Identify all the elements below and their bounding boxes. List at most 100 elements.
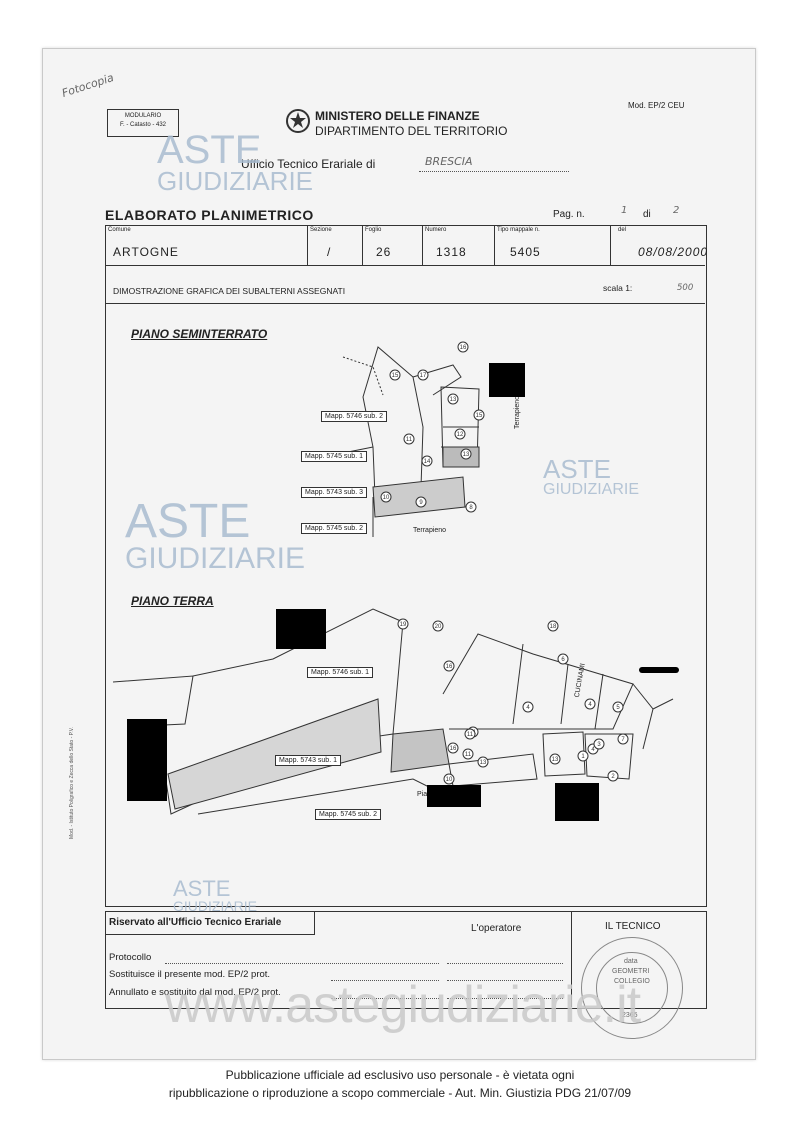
room-number: 13	[480, 760, 487, 766]
ministry-name: MINISTERO DELLE FINANZE	[315, 109, 480, 123]
state-emblem-icon	[286, 109, 310, 133]
room-number: 1	[581, 754, 585, 760]
room-number-circle	[389, 369, 401, 381]
technician-stamp: GEOMETRI COLLEGIO data 2365	[581, 937, 683, 1039]
room-number: 11	[467, 732, 474, 738]
page-total: 2	[673, 205, 680, 216]
room-number-circle	[397, 618, 409, 630]
redaction-block	[489, 363, 525, 397]
redaction-block	[639, 667, 679, 673]
scale-label: scala 1:	[603, 283, 633, 293]
room-number-circle	[454, 428, 466, 440]
sostituisce-label: Sostituisce il presente mod. EP/2 prot.	[109, 969, 271, 980]
room-number-circle	[477, 756, 489, 768]
numero-value: 1318	[436, 245, 467, 259]
room-number-circle	[577, 750, 589, 762]
room-number: 10	[446, 777, 453, 783]
label-semi-4: Mapp. 5745 sub. 2	[301, 523, 367, 534]
redaction-block	[555, 783, 599, 821]
room-number-circle	[593, 738, 605, 750]
numero-label: Numero	[425, 227, 447, 233]
terra-drawing: 1920181661144543716111013121311	[113, 608, 674, 815]
foglio-value: 26	[376, 245, 392, 259]
bottom-frame	[105, 911, 707, 1009]
room-number: 4	[591, 747, 595, 753]
room-number-circle	[421, 455, 433, 467]
office-city: BRESCIA	[425, 155, 473, 168]
label-semi-3: Mapp. 5743 sub. 3	[301, 487, 367, 498]
page-number: 1	[621, 205, 628, 216]
side-note: Mod. - Istituto Poligrafico e Zecca dell…	[69, 726, 75, 839]
room-number: 5	[616, 705, 620, 711]
label-semi-2: Mapp. 5745 sub. 1	[301, 451, 367, 462]
room-number-circle	[460, 448, 472, 460]
stamp-line: data	[624, 958, 638, 965]
room-number: 11	[406, 437, 413, 443]
room-number-circle	[547, 620, 559, 632]
room-number-circle	[380, 491, 392, 503]
room-number-circle	[612, 701, 624, 713]
room-number: 16	[450, 746, 457, 752]
room-number-circle	[464, 728, 476, 740]
room-number-circle	[447, 742, 459, 754]
room-number: 8	[469, 505, 473, 511]
sezione-cell: Sezione /	[307, 225, 363, 265]
footer-line-1: Pubblicazione ufficiale ad esclusivo uso…	[225, 1068, 575, 1082]
model-code: Mod. EP/2 CEU	[628, 101, 685, 110]
room-number: 15	[392, 373, 399, 379]
room-number: 14	[424, 459, 431, 465]
room-number: 18	[550, 624, 557, 630]
room-number: 6	[561, 657, 565, 663]
foglio-label: Foglio	[365, 227, 382, 233]
comune-value: ARTOGNE	[113, 245, 179, 259]
comune-label: Comune	[108, 227, 131, 233]
sezione-value: /	[327, 245, 332, 259]
room-number: 4	[588, 702, 592, 708]
technician-label: IL TECNICO	[605, 921, 661, 932]
label-terra-1: Mapp. 5746 sub. 1	[307, 667, 373, 678]
room-number-circle	[457, 341, 469, 353]
stamp-line: 2365	[622, 1012, 638, 1019]
room-number: 4	[526, 705, 530, 711]
room-number: 11	[465, 752, 472, 758]
room-number-circle	[607, 770, 619, 782]
room-number-circle	[549, 753, 561, 765]
redaction-block	[427, 785, 481, 807]
reserved-title: Riservato all'Ufficio Tecnico Erariale	[109, 917, 282, 928]
page-label: Pag. n.	[553, 209, 585, 220]
protocollo-label: Protocollo	[109, 952, 152, 963]
page-of-label: di	[643, 209, 651, 220]
room-number-circle	[462, 748, 474, 760]
room-number: 17	[420, 373, 427, 379]
terra-room-numbers: 1920181661144543716111013121311	[397, 618, 629, 785]
room-number-circle	[443, 660, 455, 672]
scale-value: 500	[677, 283, 694, 293]
office-label: Ufficio Tecnico Erariale di	[241, 157, 376, 171]
annullato-label: Annullato e sostituito dal mod. EP/2 pro…	[109, 987, 281, 998]
room-number-circle	[415, 496, 427, 508]
room-number: 9	[419, 500, 423, 506]
room-number: 13	[450, 397, 457, 403]
room-number-circle	[417, 369, 429, 381]
room-number-circle	[617, 733, 629, 745]
date-label: del	[618, 227, 627, 233]
room-number: 7	[621, 737, 625, 743]
date-cell: del 08/08/2000	[610, 225, 707, 265]
footer-line-2: ripubblicazione o riproduzione a scopo c…	[168, 1086, 632, 1100]
reserved-title-box	[105, 911, 315, 935]
document-sheet: Fotocopia MODULARIO F. - Catasto - 432 M…	[42, 48, 756, 1060]
label-terra-2: Mapp. 5743 sub. 1	[275, 755, 341, 766]
tipo-label: Tipo mappale n.	[497, 227, 540, 233]
demo-label: DIMOSTRAZIONE GRAFICA DEI SUBALTERNI ASS…	[113, 286, 346, 296]
operator-label: L'operatore	[471, 923, 522, 934]
stamp-line: GEOMETRI	[612, 968, 650, 975]
room-number-circle	[522, 701, 534, 713]
room-number-circle	[403, 433, 415, 445]
room-number-circle	[584, 698, 596, 710]
room-number: 20	[435, 624, 442, 630]
room-number-circle	[465, 501, 477, 513]
